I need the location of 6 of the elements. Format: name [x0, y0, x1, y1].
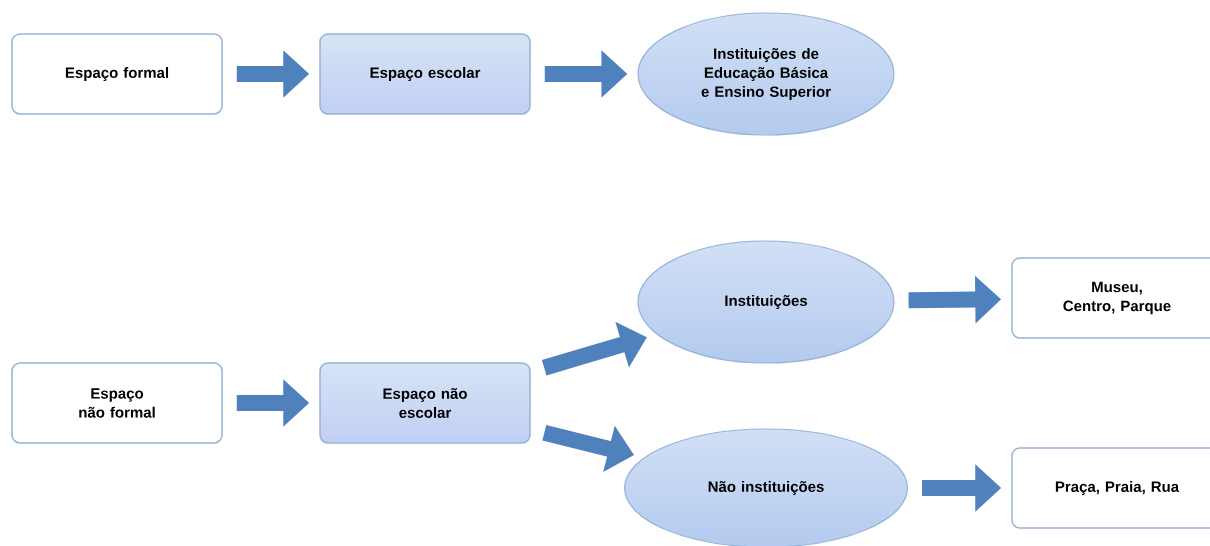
process-box: Espaço escolar [319, 33, 531, 115]
process-box: Espaço não escolar [319, 362, 531, 444]
process-box: Espaço não formal [11, 362, 223, 444]
process-box: Museu, Centro, Parque [1011, 257, 1210, 339]
process-box: Praça, Praia, Rua [1011, 447, 1210, 529]
process-box: Espaço formal [11, 33, 223, 115]
